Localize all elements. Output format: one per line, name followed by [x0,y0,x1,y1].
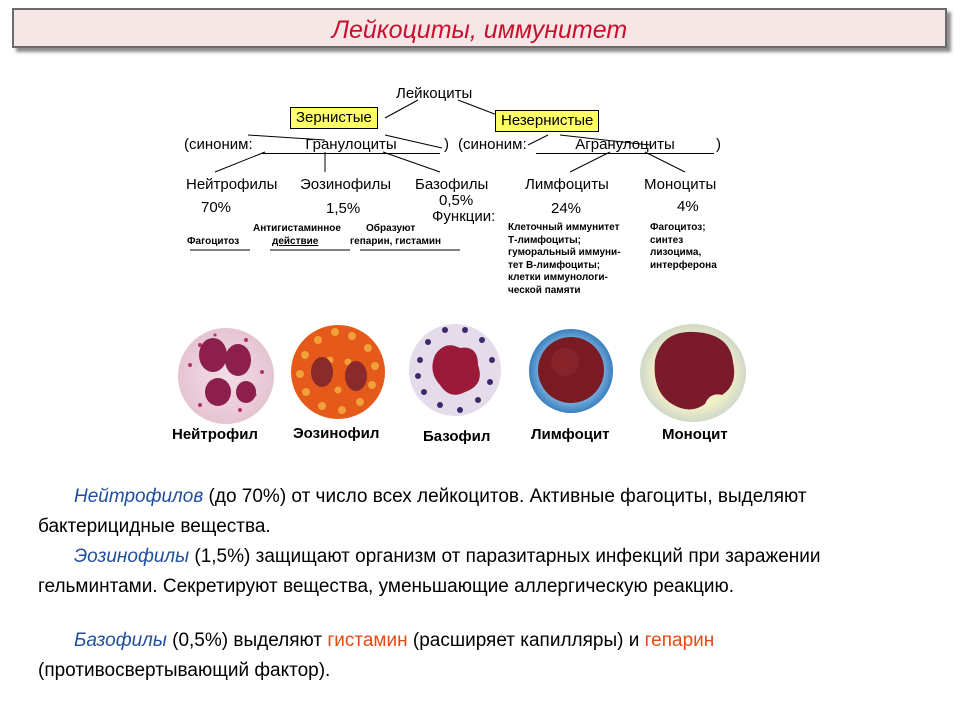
paragraph-text: (противосвертывающий фактор). [38,660,331,681]
lymph-func-line: Клеточный иммунитет [508,222,620,233]
lymph-func-line: тет В-лимфоциты; [508,259,601,271]
title-bar: Лейкоциты, иммунитет [12,8,947,48]
basophils-label: Базофилы [415,176,489,193]
eosinophils-percent: 1,5% [326,200,361,217]
mono-func-line: лизоцима, [650,247,702,258]
paragraph-text: (1,5%) защищают организм от паразитарных… [38,546,821,597]
mono-func-line: интерферона [650,259,717,271]
synonym-left: (синоним: [184,136,253,153]
term-histamine: гистамин [327,630,408,651]
monocyte-image [640,324,746,422]
paragraph-text: (0,5%) выделяют [166,630,328,651]
eosinophils-function-1: Антигистаминное [253,223,341,234]
monocytes-percent: 4% [677,198,699,215]
neutrophils-label: Нейтрофилы [186,176,278,193]
caption-lymphocyte: Лимфоцит [531,426,610,443]
grainy-box: Зернистые [290,107,378,129]
term-neutrophils: Нейтрофилов [74,486,204,507]
term-basophils: Базофилы [74,630,167,651]
nongrainy-box: Незернистые [495,110,600,132]
eosinophils-function-2: действие [272,236,319,247]
functions-label: Функции: [432,208,496,225]
lymphocytes-percent: 24% [551,200,582,217]
basophils-function-2: гепарин, гистамин [350,236,442,247]
caption-neutrophil: Нейтрофил [172,426,258,443]
granulocytes-label: Гранулоциты [262,137,440,154]
neutrophils-percent: 70% [201,199,232,216]
paragraph-eosinophils: Эозинофилы (1,5%) защищают организм от п… [38,542,928,602]
mono-func-line: синтез [650,234,684,246]
paragraph-text: (до 70%) от число всех лейкоцитов. Актив… [38,486,807,537]
lymphocytes-function: Клеточный иммунитет Т-лимфоциты; гуморал… [508,222,621,297]
mono-func-line: Фагоцитоз; [650,222,706,233]
lymph-func-line: ческой памяти [508,284,581,296]
paragraph-text: (расширяет капилляры) и [407,630,645,651]
neutrophils-function: Фагоцитоз [187,236,240,247]
lymph-func-line: Т-лимфоциты; [508,234,581,246]
monocytes-function: Фагоцитоз; синтез лизоцима, интерферона [650,222,717,272]
eosinophils-label: Эозинофилы [300,176,392,193]
lymphocyte-image [529,329,613,413]
synonym-right: (синоним: [458,136,527,153]
close-right: ) [716,136,721,153]
neutrophil-image [178,328,274,424]
caption-monocyte: Моноцит [662,426,728,443]
paragraph-neutrophils: Нейтрофилов (до 70%) от число всех лейко… [38,482,928,542]
basophil-image [409,324,501,416]
close-left: ) [444,136,449,153]
page-title: Лейкоциты, иммунитет [331,16,628,44]
lymph-func-line: гуморальный иммуни- [508,247,621,258]
caption-basophil: Базофил [423,428,491,445]
term-heparin: гепарин [644,630,715,651]
eosinophil-image [291,325,385,419]
paragraph-basophils: Базофилы (0,5%) выделяют гистамин (расши… [38,626,928,686]
agranulocytes-label: Агранулоциты [536,137,714,154]
monocytes-label: Моноциты [644,176,717,193]
caption-eosinophil: Эозинофил [293,425,380,442]
basophils-percent: 0,5% [439,192,474,209]
term-eosinophils: Эозинофилы [74,546,190,567]
basophils-function-1: Образуют [366,223,416,234]
lymph-func-line: клетки иммунологи- [508,272,608,283]
lymphocytes-label: Лимфоциты [525,176,609,193]
diagram-root: Лейкоциты [396,85,473,102]
